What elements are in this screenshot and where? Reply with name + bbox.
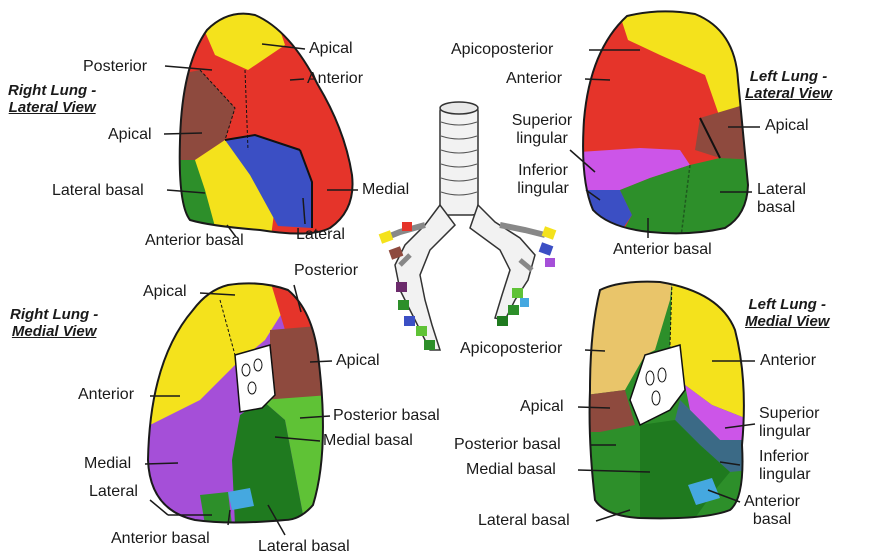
bronchial-tips	[379, 222, 557, 350]
ll-med-label-lateral-basal: Lateral basal	[478, 512, 570, 530]
ll-med-label-superior-lingular-line2: lingular	[759, 423, 819, 441]
ll-lat-label-lateral-basal-line2: basal	[757, 199, 806, 217]
rl-med-label-posterior-basal: Posterior basal	[333, 407, 440, 425]
ll-med-label-inferior-lingular-line2: lingular	[759, 466, 811, 484]
rl-med-lateral-segment	[200, 492, 232, 525]
ll-lat-label-lateral-basal-line1: Lateral	[757, 181, 806, 199]
rl-lat-label-apical: Apical	[309, 40, 353, 58]
ll-med-label-superior-lingular-line1: Superior	[759, 405, 819, 423]
rl-med-label-anterior-basal: Anterior basal	[111, 530, 210, 548]
ll-med-label-anterior: Anterior	[760, 352, 816, 370]
rl-med-label-medial: Medial	[84, 455, 131, 473]
rl-medial-title: Right Lung - Medial View	[10, 306, 98, 340]
ll-med-label-posterior-basal: Posterior basal	[454, 436, 561, 454]
ll-lat-label-inferior-lingular-line1: Inferior	[507, 162, 579, 180]
rl-lat-label-lateral-basal: Lateral basal	[52, 182, 144, 200]
rl-lat-label-lateral: Lateral	[296, 226, 345, 244]
ll-lat-label-apicoposterior: Apicoposterior	[451, 41, 553, 59]
ll-lateral-title-line2: Lateral View	[745, 85, 832, 102]
rl-lateral-title-line1: Right Lung -	[8, 82, 96, 99]
ll-med-label-apical: Apical	[520, 398, 564, 416]
ll-lateral-lung	[575, 0, 760, 245]
ll-medial-lung	[585, 280, 750, 525]
ll-lat-label-superior-lingular: Superior lingular	[502, 112, 582, 148]
rl-lat-label-medial: Medial	[362, 181, 409, 199]
rl-med-label-lateral-basal: Lateral basal	[258, 538, 350, 556]
rl-lat-label-apical-side: Apical	[108, 126, 152, 144]
ll-lat-label-lateral-basal: Lateral basal	[757, 181, 806, 217]
ll-med-label-anterior-basal-line2: basal	[738, 511, 806, 529]
ll-medial-title-line1: Left Lung -	[745, 296, 829, 313]
ll-med-label-medial-basal: Medial basal	[466, 461, 556, 479]
rl-med-label-apical-top: Apical	[143, 283, 187, 301]
rl-med-hilum	[235, 345, 275, 412]
rl-med-label-medial-basal: Medial basal	[323, 432, 413, 450]
ll-med-label-inferior-lingular-line1: Inferior	[759, 448, 811, 466]
ll-lat-label-inferior-lingular-line2: lingular	[507, 180, 579, 198]
rl-lateral-lung	[150, 0, 370, 245]
ll-lat-label-superior-lingular-line1: Superior	[502, 112, 582, 130]
ll-med-label-superior-lingular: Superior lingular	[759, 405, 819, 441]
rl-med-label-posterior: Posterior	[294, 262, 358, 280]
ll-lat-label-inferior-lingular: Inferior lingular	[507, 162, 579, 198]
rl-lat-label-anterior: Anterior	[307, 70, 363, 88]
ll-med-label-inferior-lingular: Inferior lingular	[759, 448, 811, 484]
rl-med-label-apical: Apical	[336, 352, 380, 370]
rl-med-label-lateral: Lateral	[89, 483, 138, 501]
rl-lateral-title-line2: Lateral View	[8, 99, 96, 116]
rl-med-anterior-basal-segment	[228, 488, 254, 510]
ll-med-label-anterior-basal-line1: Anterior	[738, 493, 806, 511]
ll-lateral-title: Left Lung - Lateral View	[745, 68, 832, 102]
rl-medial-title-line1: Right Lung -	[10, 306, 98, 323]
rl-lat-label-anterior-basal: Anterior basal	[145, 232, 244, 250]
ll-lat-label-apical: Apical	[765, 117, 809, 135]
ll-medial-title-line2: Medial View	[745, 313, 829, 330]
rl-medial-title-line2: Medial View	[10, 323, 98, 340]
rl-medial-lung	[140, 280, 330, 525]
rl-med-label-anterior: Anterior	[78, 386, 134, 404]
ll-lateral-title-line1: Left Lung -	[745, 68, 832, 85]
ll-med-label-anterior-basal: Anterior basal	[738, 493, 806, 529]
rl-lateral-title: Right Lung - Lateral View	[8, 82, 96, 116]
ll-lat-label-anterior-basal: Anterior basal	[613, 241, 712, 259]
ll-medial-title: Left Lung - Medial View	[745, 296, 829, 330]
ll-med-label-apicoposterior: Apicoposterior	[460, 340, 562, 358]
ll-lat-label-superior-lingular-line2: lingular	[502, 130, 582, 148]
ll-lat-label-anterior: Anterior	[506, 70, 562, 88]
rl-lat-label-posterior: Posterior	[83, 58, 147, 76]
